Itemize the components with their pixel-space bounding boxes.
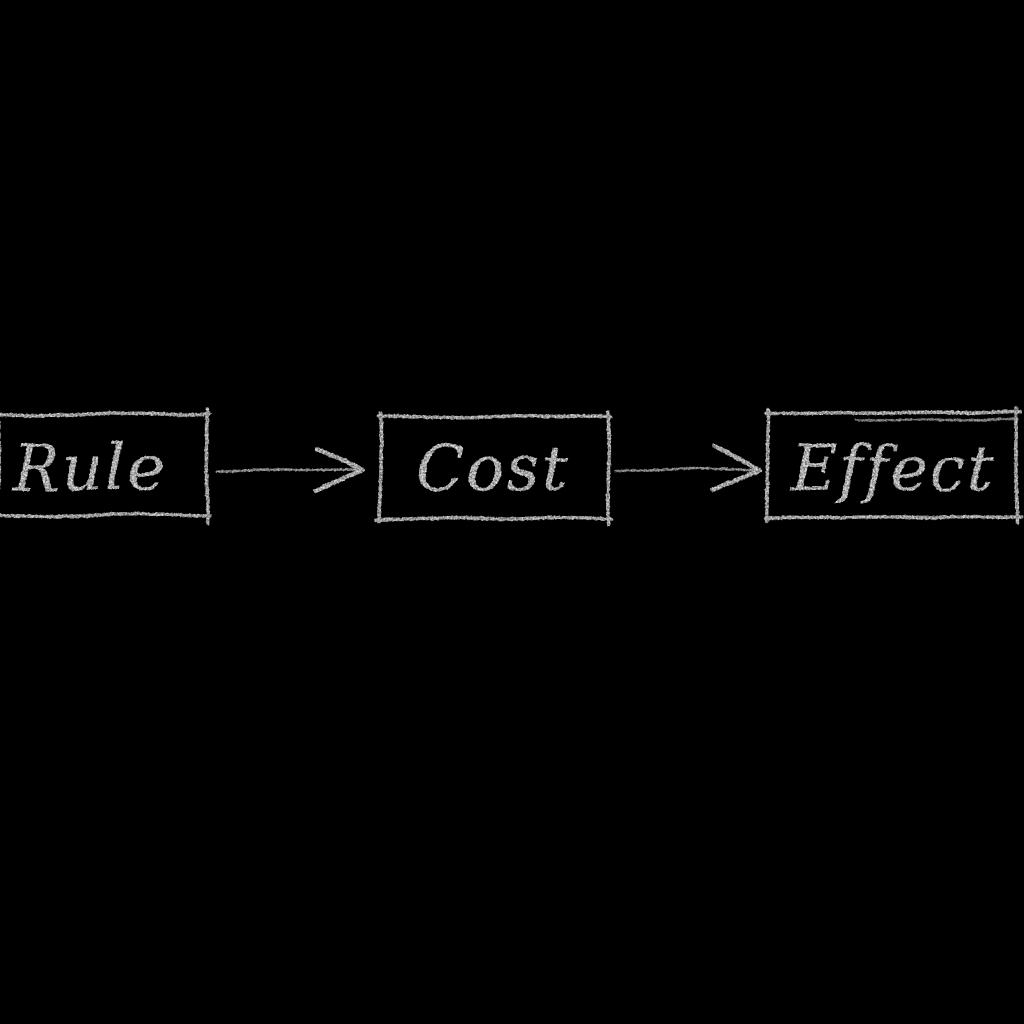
node-rule-box	[0, 407, 211, 525]
arrow-right-icon	[312, 446, 365, 495]
node-cost: Cost	[375, 410, 614, 526]
node-cost-label: Cost	[415, 432, 569, 506]
node-effect-label: Effect	[789, 432, 996, 506]
edge-rule-to-cost	[215, 446, 365, 495]
arrow-line	[215, 468, 359, 473]
node-effect-box	[764, 406, 1023, 525]
edge-cost-to-effect	[614, 444, 763, 494]
node-cost-box	[375, 410, 614, 526]
arrow-right-icon	[709, 444, 763, 494]
node-effect: Effect	[764, 406, 1023, 525]
node-rule-label: Rule	[11, 432, 168, 506]
node-rule: Rule	[0, 407, 211, 525]
node-effect-box-double-stroke	[854, 417, 1016, 422]
